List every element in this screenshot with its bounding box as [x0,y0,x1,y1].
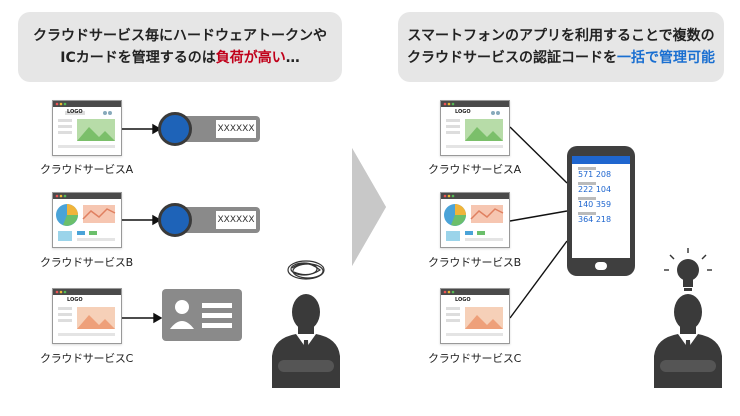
service-c-logo-right: LOGO [455,297,471,303]
app-topbar [572,156,630,164]
arrowhead-a [152,123,162,135]
arrowhead-c [153,312,163,324]
token-b-button-icon [158,203,192,237]
ic-card [162,289,242,341]
service-b-label-right: クラウドサービスB [428,256,521,269]
auth-code-2: 222 104 [578,185,612,194]
connector-phone-b [509,210,568,222]
left-banner-line2: ICカードを管理するのは負荷が高い… [60,47,299,69]
left-problem-banner: クラウドサービス毎にハードウェアトークンや ICカードを管理するのは負荷が高い… [18,12,342,82]
id-card-icon [170,300,232,329]
chevron-right-icon [352,148,386,266]
service-b-window [52,192,122,248]
auth-code-1: 571 208 [578,170,612,179]
service-c-label: クラウドサービスC [40,352,133,365]
left-banner-line1: クラウドサービス毎にハードウェアトークンや [33,28,327,44]
token-a-code: XXXXXX [216,120,256,138]
right-banner-emphasis: 一括で管理可能 [617,50,715,66]
stressed-person-icon [272,260,340,388]
service-a-logo-right: LOGO [455,109,471,115]
right-banner-line1: スマートフォンのアプリを利用することで複数の [407,28,715,44]
right-banner-line2-prefix: クラウドサービスの認証コードを [407,50,617,66]
service-a-label-right: クラウドサービスA [428,163,521,176]
authenticator-screen: 571 208 222 104 140 359 364 218 [572,156,630,258]
service-a-label: クラウドサービスA [40,163,133,176]
right-banner-line2: クラウドサービスの認証コードを一括で管理可能 [407,47,715,69]
service-c-label-right: クラウドサービスC [428,352,521,365]
arrowhead-b [152,214,162,226]
auth-code-4: 364 218 [578,215,612,224]
satisfied-person-icon [654,248,722,388]
smartphone: 571 208 222 104 140 359 364 218 [567,146,635,276]
left-banner-emphasis: 負荷が高い [215,50,286,66]
home-button [595,262,607,270]
scribble-icon [287,260,325,280]
connector-phone-c [509,240,568,319]
left-banner-line2-suffix: … [285,50,300,66]
auth-code-3: 140 359 [578,200,612,209]
left-banner-line2-prefix: ICカードを管理するのは [60,50,216,66]
service-c-window-right: LOGO [440,288,510,344]
service-b-label: クラウドサービスB [40,256,133,269]
service-c-window: LOGO [52,288,122,344]
connector-phone-a [509,126,568,184]
lightbulb-icon [664,248,712,291]
token-b-code: XXXXXX [216,211,256,229]
service-b-window-right [440,192,510,248]
service-a-logo: LOGO [67,109,83,115]
service-a-window-right: LOGO [440,100,510,156]
service-c-logo: LOGO [67,297,83,303]
right-solution-banner: スマートフォンのアプリを利用することで複数の クラウドサービスの認証コードを一括… [398,12,724,82]
service-a-window: LOGO [52,100,122,156]
token-a-button-icon [158,112,192,146]
